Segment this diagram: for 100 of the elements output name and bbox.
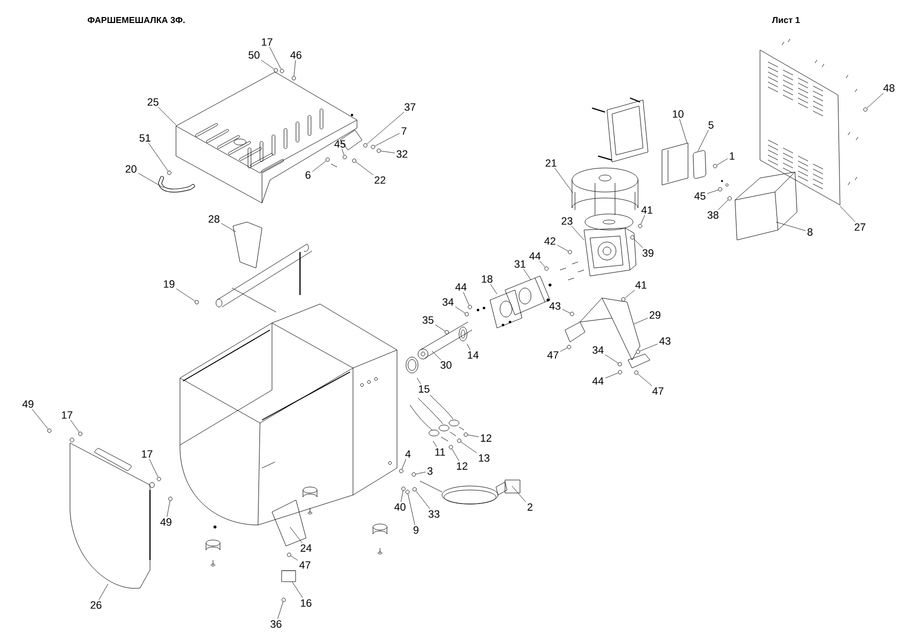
part-washer xyxy=(634,370,638,375)
part-washer xyxy=(448,445,453,450)
callout-number: 25 xyxy=(148,98,158,106)
callout-number: 32 xyxy=(396,150,408,158)
callout-number: 41 xyxy=(635,281,646,289)
part-washer xyxy=(399,468,404,474)
foot-cylinder xyxy=(281,570,296,582)
callout-number: 10 xyxy=(672,110,684,118)
part-washer xyxy=(444,330,449,334)
part-washer xyxy=(352,158,356,163)
callout-number: 34 xyxy=(442,298,454,306)
part-washer xyxy=(363,143,368,148)
callout-number: 47 xyxy=(652,387,664,395)
callout-number: 48 xyxy=(883,84,894,92)
part-washer xyxy=(713,164,718,168)
leader-line xyxy=(605,354,618,364)
callout-number: 28 xyxy=(208,215,220,223)
leader-line xyxy=(539,260,546,268)
leader-line xyxy=(261,60,274,70)
leader-line xyxy=(840,206,856,222)
callout-number: 12 xyxy=(480,434,492,442)
part-washer xyxy=(570,312,574,316)
leader-line xyxy=(158,106,176,126)
callout-number: 21 xyxy=(546,159,556,167)
callout-number: 14 xyxy=(468,351,479,359)
callout-number: 50 xyxy=(248,51,260,59)
callout-number: 43 xyxy=(549,302,560,310)
leader-line xyxy=(416,472,426,474)
callout-number: 47 xyxy=(547,351,558,359)
leader-line xyxy=(70,420,80,432)
leader-line xyxy=(32,408,48,430)
part-washer xyxy=(412,487,417,492)
callout-number: 1 xyxy=(730,152,734,160)
part-washer xyxy=(630,235,634,240)
callout-number: 33 xyxy=(428,510,440,518)
leader-line xyxy=(356,162,374,176)
leader-line xyxy=(463,292,470,306)
leader-line xyxy=(292,582,303,598)
leader-line xyxy=(605,372,618,378)
callout-number: 7 xyxy=(402,127,406,135)
callout-number: 31 xyxy=(514,260,526,268)
part-washer xyxy=(464,432,468,437)
part-washer xyxy=(412,472,416,477)
part-washer xyxy=(544,266,549,271)
part-washer xyxy=(718,187,722,192)
callout-number: 24 xyxy=(300,544,312,552)
callout-number: 23 xyxy=(562,217,572,225)
leader-line xyxy=(148,142,168,172)
part-washer xyxy=(638,224,642,228)
leader-line xyxy=(312,160,326,172)
leader-line xyxy=(640,344,658,352)
leader-line xyxy=(166,500,170,518)
callout-number: 47 xyxy=(299,561,310,569)
callout-number: 46 xyxy=(290,51,302,59)
callout-number: 8 xyxy=(808,228,812,236)
callout-number: 15 xyxy=(418,385,430,393)
leader-line xyxy=(435,324,446,332)
leader-line xyxy=(638,374,652,386)
leader-line xyxy=(455,306,466,314)
leader-line xyxy=(290,526,302,544)
callout-number: 45 xyxy=(334,140,346,148)
part-washer xyxy=(342,155,347,160)
part-washer xyxy=(280,68,284,74)
leader-line xyxy=(294,60,296,76)
leader-line xyxy=(380,150,395,154)
callout-number: 2 xyxy=(528,503,532,511)
leader-line xyxy=(402,458,406,470)
leader-line xyxy=(468,434,479,437)
callout-number: 17 xyxy=(62,411,72,419)
leader-line xyxy=(290,556,298,561)
callout-number: 44 xyxy=(529,252,541,260)
callout-number: 26 xyxy=(90,601,102,609)
part-washer xyxy=(621,297,626,302)
leader-line xyxy=(776,222,806,231)
callout-number: 13 xyxy=(478,454,490,462)
callout-number: 49 xyxy=(160,518,172,526)
leader-line xyxy=(716,158,728,166)
leader-line xyxy=(366,112,404,144)
callout-number: 27 xyxy=(854,223,866,231)
leader-line xyxy=(374,133,400,146)
part-washer xyxy=(370,144,376,150)
part-washer xyxy=(636,350,640,354)
leader-line xyxy=(342,148,344,156)
part-washer xyxy=(401,486,406,491)
leader-line xyxy=(571,226,584,240)
part-washer xyxy=(618,370,622,374)
part-washer xyxy=(457,438,462,443)
title: ФАРШЕМЕШАЛКА 3Ф. xyxy=(88,16,185,24)
part-washer xyxy=(168,496,172,501)
part-washer xyxy=(464,312,469,316)
callout-number: 38 xyxy=(708,211,718,219)
leader-line xyxy=(634,318,648,324)
callout-number: 49 xyxy=(22,400,34,408)
leader-line xyxy=(560,348,568,352)
callout-number: 17 xyxy=(142,450,152,458)
part-washer xyxy=(566,344,572,350)
part-washer xyxy=(156,476,161,482)
leader-line xyxy=(149,458,158,478)
leader-line xyxy=(138,172,164,188)
callout-number: 40 xyxy=(394,503,406,511)
